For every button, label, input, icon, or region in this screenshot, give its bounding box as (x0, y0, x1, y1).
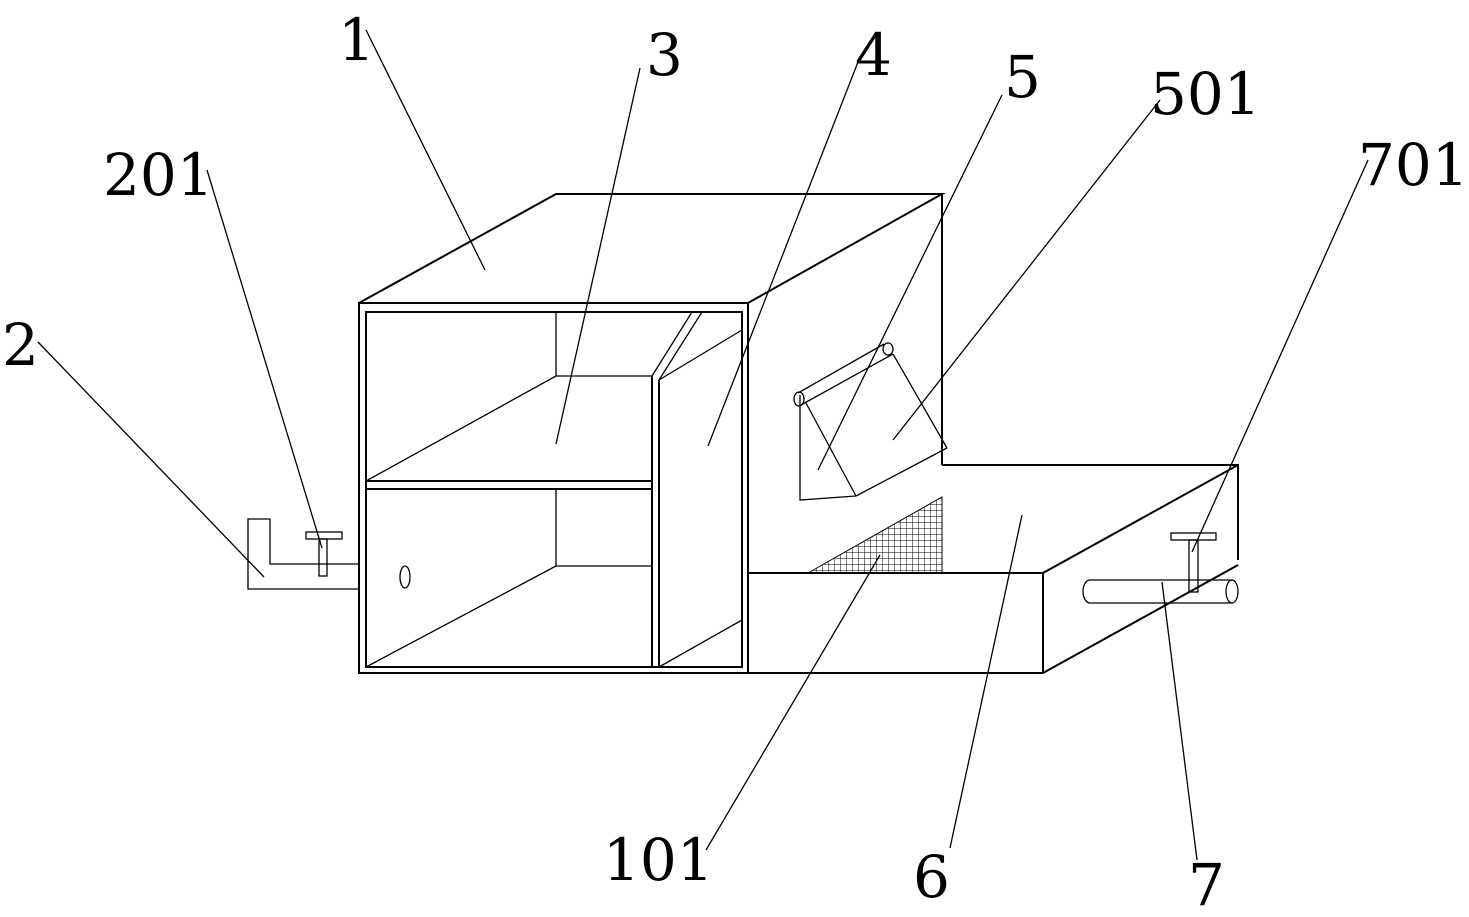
part-labels: 1 3 4 5 501 201 701 2 101 6 7 (2, 6, 1469, 917)
label-101: 101 (603, 826, 714, 894)
label-1: 1 (338, 6, 375, 74)
label-201: 201 (103, 141, 214, 209)
label-5: 5 (1004, 43, 1041, 111)
collection-tray (748, 464, 1239, 674)
label-4: 4 (855, 21, 892, 89)
label-7: 7 (1188, 851, 1225, 917)
label-6: 6 (913, 843, 950, 911)
side-flap (793, 342, 948, 501)
cabinet-interior (365, 311, 743, 668)
label-3: 3 (646, 21, 683, 89)
inlet-pipe (247, 518, 359, 590)
label-701: 701 (1358, 131, 1469, 199)
leader-lines (37, 29, 1369, 861)
outlet-pipe (1082, 532, 1239, 604)
cabinet-body (358, 193, 946, 674)
label-2: 2 (2, 311, 39, 379)
label-501: 501 (1150, 60, 1261, 128)
mesh-screen (806, 496, 943, 574)
